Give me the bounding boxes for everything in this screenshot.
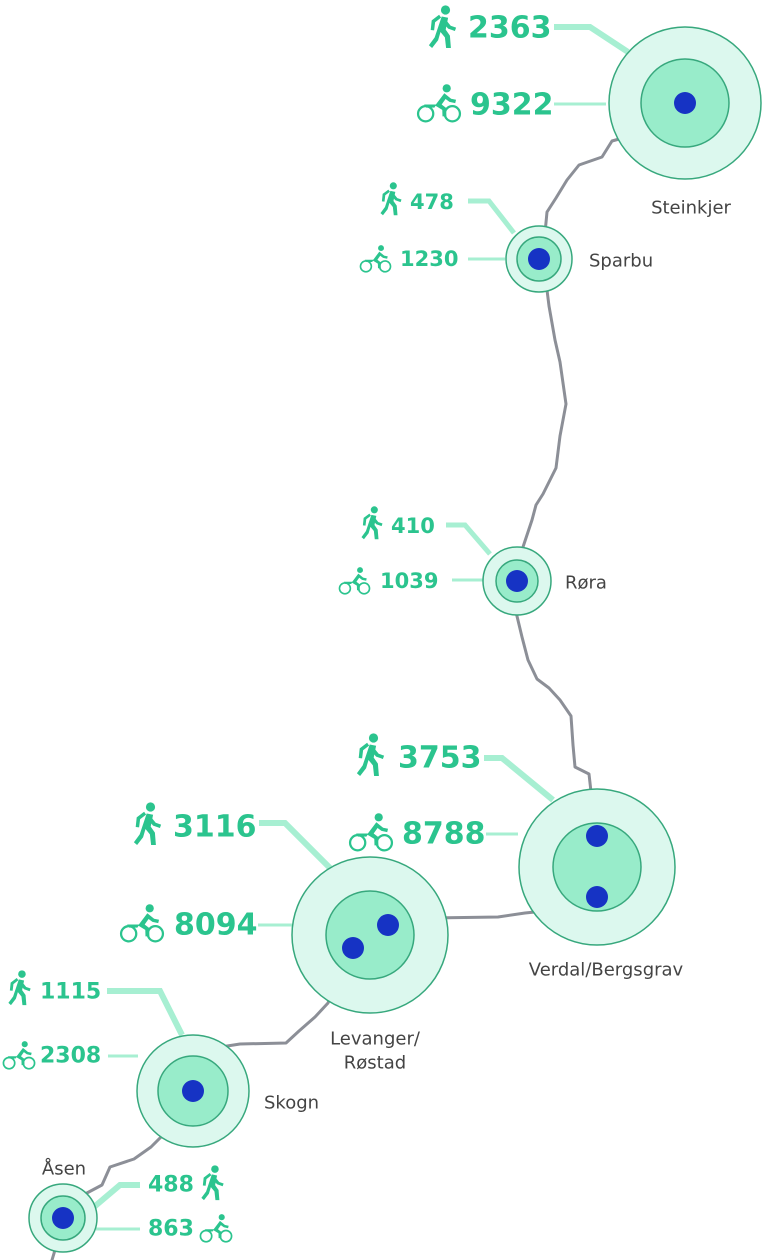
walk-leader-line bbox=[554, 24, 630, 55]
cyclist-icon bbox=[199, 1214, 233, 1243]
station-dot[interactable] bbox=[377, 914, 399, 936]
cyclist-icon bbox=[348, 813, 394, 852]
walk-count: 410 bbox=[391, 514, 435, 538]
cyclist-icon bbox=[119, 904, 165, 943]
station-dot[interactable] bbox=[52, 1207, 74, 1229]
walk-leader-line bbox=[92, 1182, 140, 1210]
station-dot[interactable] bbox=[674, 92, 696, 114]
station-rora[interactable]: 410 1039 Røra bbox=[338, 506, 607, 616]
walking-person-icon bbox=[356, 733, 385, 776]
walk-leader-line bbox=[107, 988, 185, 1037]
station-name-label: Sparbu bbox=[589, 251, 653, 272]
walk-leader-line bbox=[484, 755, 555, 803]
catchment-inner-ring bbox=[552, 822, 642, 912]
bike-count: 9322 bbox=[470, 88, 554, 123]
station-dot[interactable] bbox=[182, 1080, 204, 1102]
station-dot[interactable] bbox=[528, 248, 550, 270]
station-asen[interactable]: 488 863 Åsen bbox=[28, 1158, 233, 1253]
station-name-label: Røstad bbox=[344, 1053, 406, 1074]
walk-count: 1115 bbox=[40, 980, 101, 1005]
walking-person-icon bbox=[8, 970, 31, 1006]
walking-person-icon bbox=[133, 802, 162, 845]
walking-person-icon bbox=[361, 506, 383, 540]
bike-count: 2308 bbox=[40, 1044, 101, 1069]
bike-count: 1039 bbox=[380, 569, 438, 593]
cyclist-icon bbox=[359, 245, 392, 273]
walk-leader-line bbox=[468, 198, 516, 235]
walk-count: 488 bbox=[148, 1173, 194, 1198]
walk-count: 3753 bbox=[398, 741, 482, 776]
station-name-label: Skogn bbox=[264, 1093, 319, 1114]
station-dot[interactable] bbox=[506, 570, 528, 592]
cyclist-icon bbox=[338, 567, 371, 595]
walk-leader-line bbox=[259, 820, 333, 871]
bike-count: 1230 bbox=[400, 247, 458, 271]
station-sparbu[interactable]: 478 1230 Sparbu bbox=[359, 182, 653, 293]
station-name-label: Verdal/Bergsgrav bbox=[529, 960, 684, 981]
station-name-label: Steinkjer bbox=[651, 198, 731, 219]
walking-person-icon bbox=[380, 182, 402, 216]
walk-leader-line bbox=[446, 522, 492, 556]
station-name-label: Levanger/ bbox=[330, 1029, 421, 1050]
station-dot[interactable] bbox=[342, 937, 364, 959]
bike-count: 8094 bbox=[174, 908, 258, 943]
walk-count: 3116 bbox=[173, 810, 257, 845]
walk-count: 478 bbox=[410, 190, 454, 214]
station-name-label: Røra bbox=[565, 573, 607, 594]
bike-count: 8788 bbox=[402, 817, 486, 852]
cyclist-icon bbox=[2, 1041, 36, 1070]
station-dot[interactable] bbox=[586, 886, 608, 908]
station-name-label: Åsen bbox=[42, 1158, 86, 1180]
bike-count: 863 bbox=[148, 1217, 194, 1242]
walking-person-icon bbox=[428, 5, 457, 48]
walking-person-icon bbox=[201, 1165, 224, 1201]
station-dot[interactable] bbox=[586, 825, 608, 847]
walk-count: 2363 bbox=[468, 11, 552, 46]
catchment-inner-ring bbox=[325, 890, 415, 980]
cyclist-icon bbox=[416, 84, 462, 123]
